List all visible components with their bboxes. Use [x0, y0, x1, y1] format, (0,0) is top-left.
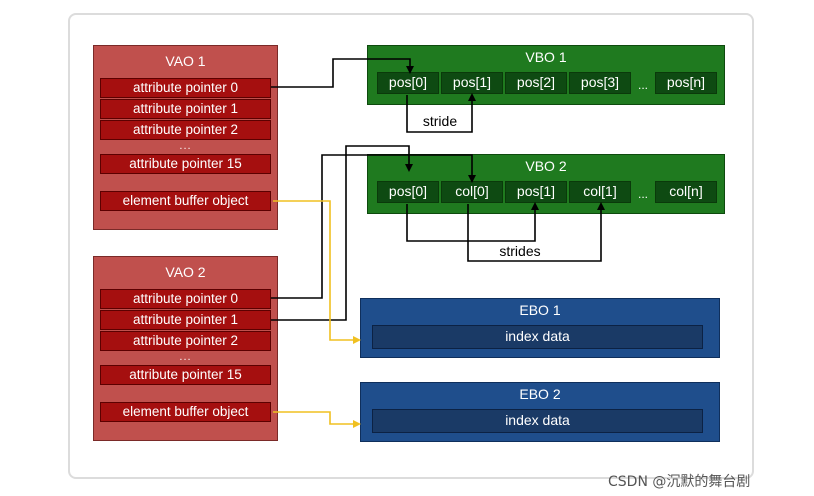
vao-1-attribute-pointer-15: attribute pointer 15: [100, 154, 271, 174]
vao-2-attribute-pointer-0: attribute pointer 0: [100, 289, 271, 309]
vao-1-to-ebo-1-link: [273, 200, 361, 344]
vao-2-attribute-pointer-2: attribute pointer 2: [100, 331, 271, 351]
vao-2-ellipsis: ...: [179, 351, 192, 363]
vao-1-title: VAO 1: [165, 53, 206, 69]
vbo-1-cell-pos-0: pos[0]: [377, 72, 439, 94]
vbo-2-cell-pos-0: pos[0]: [377, 181, 439, 203]
vbo-2-pos-stride-bracket: [406, 202, 539, 242]
vbo-2-title: VBO 2: [525, 158, 567, 174]
vao-2-attr-0-to-vbo-2-col: [271, 154, 476, 299]
vbo-1-stride-bracket: [406, 93, 476, 133]
vbo-2-ellipsis: ...: [637, 187, 648, 201]
vao-1-attribute-pointer-1: attribute pointer 1: [100, 99, 271, 119]
ebo-2-index-data: index data: [372, 409, 703, 433]
vao-2-element-buffer-object: element buffer object: [100, 402, 271, 422]
vbo-1-cell-pos-3: pos[3]: [569, 72, 631, 94]
vao-1-ellipsis: ...: [179, 140, 192, 152]
vbo-2-col-stride-bracket: [467, 202, 605, 262]
vao-1-attribute-pointer-2: attribute pointer 2: [100, 120, 271, 140]
vbo-1-cell-pos-2: pos[2]: [505, 72, 567, 94]
ebo-2-title: EBO 2: [519, 386, 561, 402]
vbo-1-stride-label: stride: [422, 113, 458, 129]
vao-1-to-vbo-1-pointer: [271, 58, 414, 88]
vbo-1-ellipsis: ...: [637, 78, 648, 92]
vbo-2-cell-col-1: col[1]: [569, 181, 631, 203]
vao-2-title: VAO 2: [165, 264, 206, 280]
vao-2-attr-1-to-vbo-2-pos: [271, 145, 413, 321]
vao-1-element-buffer-object: element buffer object: [100, 191, 271, 211]
vbo-1-cell-pos-n: pos[n]: [655, 72, 717, 94]
watermark: CSDN @沉默的舞台剧: [608, 474, 751, 490]
vao-2-to-ebo-2-link: [273, 411, 361, 428]
vbo-2-cell-col-0: col[0]: [441, 181, 503, 203]
vao-2-attribute-pointer-15: attribute pointer 15: [100, 365, 271, 385]
vbo-2-strides-label: strides: [499, 243, 541, 259]
vbo-1-title: VBO 1: [525, 49, 567, 65]
vbo-2-cell-col-n: col[n]: [655, 181, 717, 203]
vao-2-attribute-pointer-1: attribute pointer 1: [100, 310, 271, 330]
vao-1-attribute-pointer-0: attribute pointer 0: [100, 78, 271, 98]
ebo-1-index-data: index data: [372, 325, 703, 349]
ebo-1-title: EBO 1: [519, 302, 561, 318]
